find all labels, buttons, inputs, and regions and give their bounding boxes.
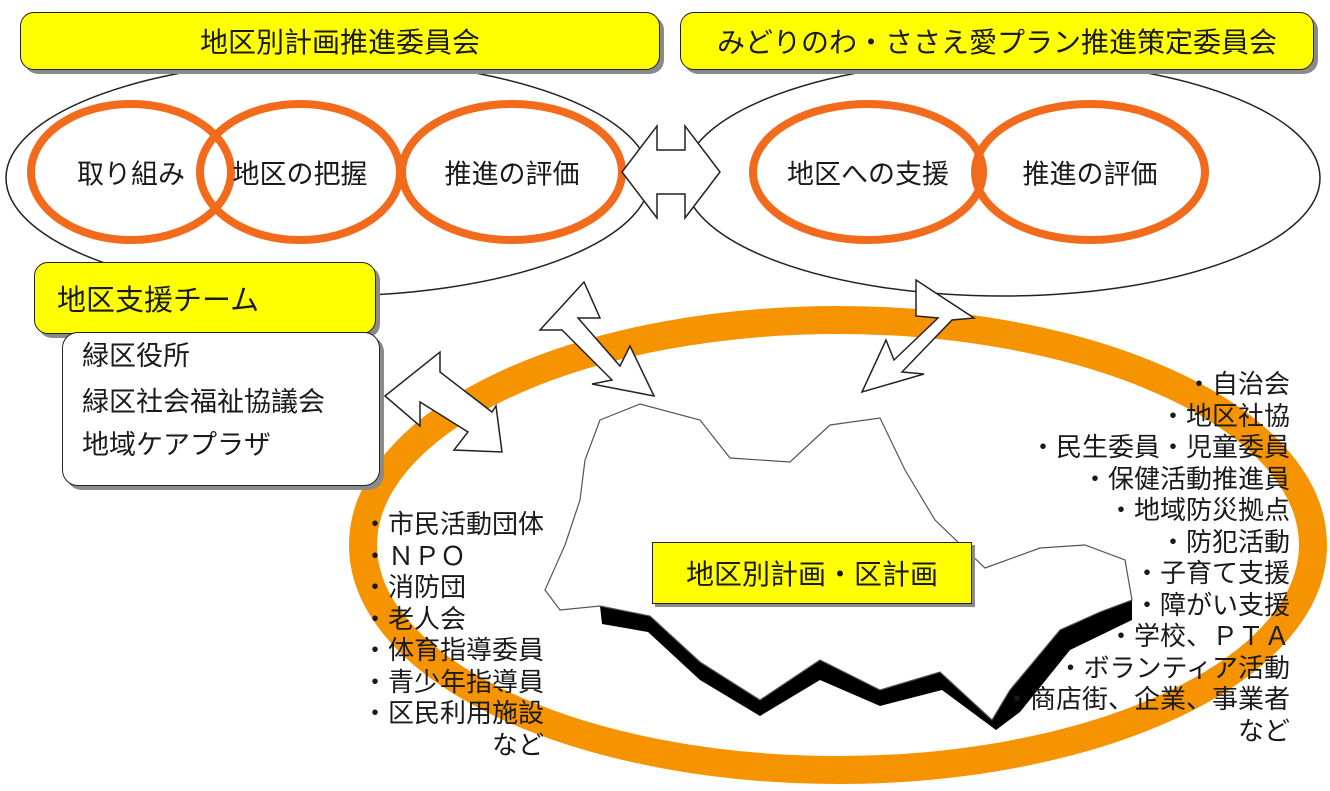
right-participant: ・防犯活動 <box>1159 527 1290 558</box>
arrow-left-committee-to-district <box>538 280 656 398</box>
left-circle-label-2: 地区の把握 <box>232 159 368 191</box>
right-participant: ・保健活動推進員 <box>1081 464 1290 495</box>
right-participant: ・学校、ＰＴＡ <box>1107 622 1290 652</box>
right-circle-label-1: 地区への支援 <box>787 159 949 191</box>
district-ring <box>349 306 1327 784</box>
left-participant: ・市民活動団体 <box>362 510 545 540</box>
right-ring-2 <box>971 100 1209 244</box>
right-committee-oval <box>683 59 1321 297</box>
district-map-shadow <box>600 600 1132 730</box>
center-plan-label: 地区別計画・区計画 <box>652 542 972 604</box>
right-ring-1 <box>749 100 987 244</box>
support-team-member-3: 地域ケアプラザ <box>82 430 271 461</box>
left-participant: ・区民利用施設 <box>362 699 545 729</box>
support-team-member-1: 緑区役所 <box>82 341 190 372</box>
right-participant: ・ボランティア活動 <box>1057 653 1290 684</box>
left-committee-header: 地区別計画推進委員会 <box>20 12 660 70</box>
right-participant-etc: など <box>1237 716 1290 747</box>
left-participant: ・老人会 <box>362 604 467 635</box>
support-team-members-box <box>62 332 380 486</box>
support-team-title: 地区支援チーム <box>34 262 376 334</box>
right-participant: ・民生委員・児童委員 <box>1029 433 1290 463</box>
left-circle-label-3: 推進の評価 <box>444 159 580 191</box>
left-participant: ・体育指導委員 <box>362 636 545 666</box>
right-participant: ・自治会 <box>1185 370 1290 400</box>
arrow-team-to-district <box>383 350 503 453</box>
left-participant-etc: など <box>492 730 545 761</box>
right-participant: ・地区社協 <box>1159 401 1290 432</box>
right-participant: ・障がい支援 <box>1133 590 1290 621</box>
right-participant: ・地域防災拠点 <box>1107 496 1290 526</box>
left-participant: ・ＮＰＯ <box>362 541 467 572</box>
right-committee-header: みどりのわ・ささえ愛プラン推進策定委員会 <box>680 12 1314 70</box>
left-ring-1 <box>27 100 235 244</box>
left-participant: ・消防団 <box>362 573 467 603</box>
arrow-committees <box>621 123 721 221</box>
right-participant: ・子育て支援 <box>1133 559 1290 589</box>
left-participants-list: ・市民活動団体 ・ＮＰＯ ・消防団 ・老人会 ・体育指導委員 ・青少年指導員 ・… <box>362 510 544 762</box>
left-participant: ・青少年指導員 <box>362 667 545 698</box>
right-circle-label-2: 推進の評価 <box>1022 159 1158 191</box>
support-team-member-2: 緑区社会福祉協議会 <box>82 387 325 418</box>
right-participant: ・商店街、企業、事業者 <box>1003 685 1290 715</box>
right-participants-list: ・自治会 ・地区社協 ・民生委員・児童委員 ・保健活動推進員 ・地域防災拠点 ・… <box>1004 370 1290 748</box>
left-circle-label-1: 取り組み <box>77 159 185 191</box>
arrow-right-committee-to-district <box>860 278 977 394</box>
